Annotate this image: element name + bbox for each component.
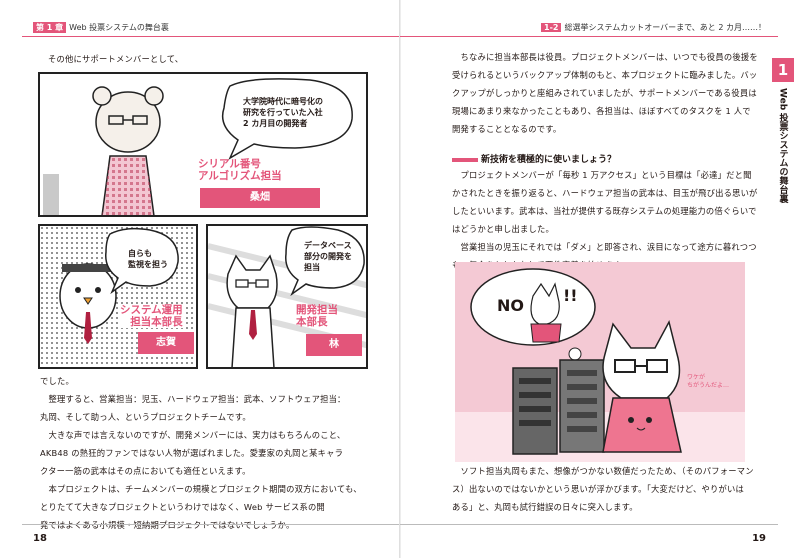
body-line: ある」と、丸岡も試行錯誤の日々に突入します。 [452,502,638,512]
book-gutter [399,0,401,558]
body-line: 本プロジェクトは、チームメンバーの規模とプロジェクト期間の双方においても、 [40,484,362,494]
body-line: ちなみに担当本部長は役員。プロジェクトメンバーは、いつでも役員の後援を [452,52,758,62]
panel-hayashi: データベース 部分の開発を 担当 開発担当 本部長 林 [206,224,368,369]
page-number-right: 19 [752,533,766,544]
role-label-hayashi: 開発担当 本部長 [296,304,338,328]
body-line: ス）出ないのではないかという思いが浮かびます。「大変だけど、やりがいは [452,484,744,494]
body-line: 整理すると、営業担当：児玉、ハードウェア担当：武本、ソフトウェア担当： [40,394,346,404]
speech-bubble-shiga: 自らも 監視を担う [128,248,168,270]
manga-panels: 大学院時代に暗号化の 研究を行っていた入社 2 カ月目の開発者 シリアル番号 ア… [38,72,368,372]
role-label-kuwahata: シリアル番号 アルゴリズム担当 [198,158,282,182]
header-rule [22,36,400,37]
body-line: 開発することとなるのです。 [452,124,562,134]
body-line: 現場にあまり来なかったこともあり、各担当は、ほぼすべてのタスクを 1 人で [452,106,751,116]
chapter-tab: 1 Web 投票システムの舞台裏 [772,58,794,203]
intro-line: その他にサポートメンバーとして、 [48,54,184,64]
thought-no-text: NO [497,296,524,315]
body-line: かされたときを振り返ると、ハードウェア担当の武本は、目玉が飛び出る思いが [452,188,758,198]
chapter-tab-number: 1 [772,58,794,82]
subheading-text: 新技術を積極的に使いましょう？ [481,155,617,165]
body-line: 営業担当の児玉にそれでは「ダメ」と即答され、涙目になって途方に暮れつつ [452,242,757,252]
speech-bubble-kuwahata: 大学院時代に暗号化の 研究を行っていた入社 2 カ月目の開発者 [243,96,323,129]
body-line: したといいます。武本は、当社が提供する既存システムの処理能力の倍ぐらいで [452,206,757,216]
section-label: 1-2 [541,23,562,32]
bubble-line: 監視を担う [128,260,168,269]
bubble-line: 担当 [304,263,320,272]
body-line: 受けられるというバックアップ体制のもと、本プロジェクトに臨みました。バッ [452,70,758,80]
footer-rule [22,524,400,525]
body-line: AKB48 の熱狂的ファンではない人物が選ばれました。愛妻家の丸岡と某キャラ [40,448,344,458]
role-line: アルゴリズム担当 [198,170,282,182]
body-line: 大きな声では言えないのですが、開発メンバーには、実力はもちろんのこと、 [40,430,346,440]
page-number-left: 18 [33,533,47,544]
right-para-1: ちなみに担当本部長は役員。プロジェクトメンバーは、いつでも役員の後援を 受けられ… [452,48,758,138]
intro-text: その他にサポートメンバーとして、 [48,50,183,68]
bubble-line: 大学院時代に暗号化の [243,97,323,106]
body-line: ソフト担当丸岡もまた、想像がつかない数値だったため、（そのパフォーマン [452,466,754,476]
body-line: はどうかと申し出ました。 [452,224,554,234]
body-line: 丸岡、そして助っ人、というプロジェクトチームです。 [40,412,251,422]
section-subheading: 新技術を積極的に使いましょう？ [452,152,616,165]
bubble-line: データベース [304,241,352,250]
subheading-bar-icon [452,157,478,162]
section-title: 総選挙システムカットオーバーまで、あと 2 カ月……！ [564,23,766,32]
left-body-text: でした。 整理すると、営業担当：児玉、ハードウェア担当：武本、ソフトウェア担当：… [40,372,362,534]
illustration-caption: ワケが ちがうんだよ… [687,374,730,389]
name-tag-shiga: 志賀 [138,332,194,354]
bubble-line: 2 カ月目の開発者 [243,119,308,128]
body-line: クアップがしっかりと座組みされていましたが、サポートメンバーである役員は [452,88,757,98]
role-line: 本部長 [296,316,328,328]
server-cat-illustration [455,262,745,462]
name-tag-kuwahata: 桑畑 [200,188,320,208]
role-line: システム運用 [120,304,183,316]
role-line: 開発担当 [296,304,338,316]
body-line: とりたてて大きなプロジェクトというわけではなく、Web サービス系の開 [40,502,325,512]
role-label-shiga: システム運用 担当本部長 [120,304,183,328]
chapter-tab-label: Web 投票システムの舞台裏 [777,88,788,204]
role-line: シリアル番号 [198,158,261,170]
header-rule [400,36,778,37]
bubble-line: 部分の開発を [304,252,352,261]
right-para-2: プロジェクトメンバーが「毎秒 1 万アクセス」という目標は「必達」だと聞 かされ… [452,166,758,274]
body-line: 発ではよくある小規模・短納期プロジェクトではないでしょうか。 [40,520,295,530]
panel-shiga: 自らも 監視を担う システム運用 担当本部長 志賀 [38,224,198,369]
panel-kuwahata: 大学院時代に暗号化の 研究を行っていた入社 2 カ月目の開発者 シリアル番号 ア… [38,72,368,217]
speech-bubble-hayashi: データベース 部分の開発を 担当 [304,240,352,273]
character-cat-illustration [208,226,366,367]
name-tag-hayashi: 林 [306,334,362,356]
role-line: 担当本部長 [130,316,183,328]
bubble-line: 研究を行っていた入社 [243,108,323,117]
body-line: クター一筋の武本はその点においても適任といえます。 [40,466,251,476]
exclaim-text: !! [563,286,578,305]
footer-rule [400,524,778,525]
right-para-3: ソフト担当丸岡もまた、想像がつかない数値だったため、（そのパフォーマン ス）出な… [452,462,754,516]
chapter-title: Web 投票システムの舞台裏 [69,23,169,32]
chapter-label: 第 1 章 [33,22,67,33]
bubble-line: 自らも [128,249,152,258]
body-line: プロジェクトメンバーが「毎秒 1 万アクセス」という目標は「必達」だと聞 [452,170,752,180]
body-line: でした。 [40,376,74,386]
illustration-servers: NO !! ワケが ちがうんだよ… [455,262,745,462]
character-bear-illustration [43,78,353,215]
